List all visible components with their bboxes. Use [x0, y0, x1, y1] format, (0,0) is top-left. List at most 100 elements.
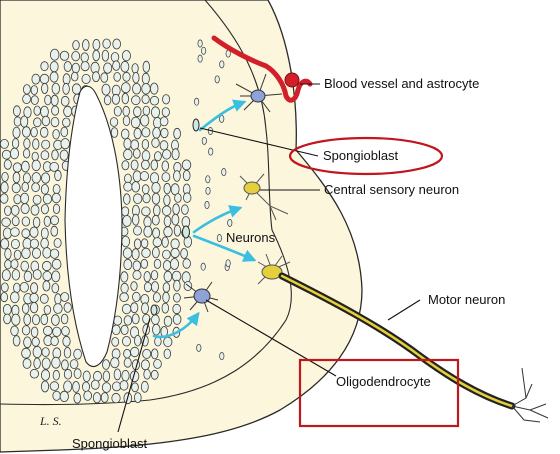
ependymal-cell [53, 185, 60, 194]
label-central-sensory-neuron: Central sensory neuron [324, 182, 459, 198]
ependymal-cell [51, 95, 58, 106]
scattered-cell [201, 47, 205, 54]
ependymal-cell [23, 149, 29, 158]
label-blood-vessel: Blood vessel and astrocyte [324, 76, 479, 92]
ependymal-cell [54, 238, 61, 247]
ependymal-cell [124, 259, 132, 269]
ependymal-cell [142, 140, 149, 150]
ependymal-cell [140, 172, 148, 181]
ependymal-cell [33, 217, 40, 227]
ependymal-cell [61, 293, 69, 302]
ependymal-cell [41, 205, 48, 214]
ependymal-cell [30, 283, 37, 294]
ependymal-cell [142, 84, 151, 95]
ependymal-cell [53, 327, 61, 336]
ependymal-cell [64, 347, 71, 358]
ependymal-cell [123, 72, 130, 81]
ependymal-cell [144, 369, 151, 379]
label-oligodendrocyte: Oligodendrocyte [336, 374, 431, 390]
ependymal-cell [53, 204, 59, 213]
ependymal-cell [152, 193, 160, 204]
ependymal-cell [11, 326, 19, 336]
ependymal-cell [43, 281, 50, 291]
ependymal-cell [4, 314, 11, 324]
ependymal-cell [104, 96, 111, 105]
ependymal-cell [164, 337, 172, 347]
scattered-cell [198, 40, 202, 47]
ependymal-cell [111, 358, 119, 368]
ependymal-cell [122, 236, 130, 247]
ependymal-cell [162, 161, 169, 171]
ependymal-cell [102, 50, 109, 61]
ependymal-cell [133, 261, 141, 271]
ependymal-cell [114, 73, 121, 82]
scattered-cell [220, 61, 224, 68]
ependymal-cell [32, 248, 40, 258]
ependymal-cell [153, 324, 161, 335]
ependymal-cell [144, 226, 152, 237]
ependymal-cell [163, 150, 171, 160]
ependymal-cell [22, 182, 29, 191]
ependymal-cell [33, 195, 41, 204]
ependymal-cell [103, 360, 110, 370]
ependymal-cell [131, 347, 139, 357]
ependymal-cell [1, 293, 8, 302]
ependymal-cell [163, 250, 171, 259]
ependymal-cell [142, 73, 149, 84]
scattered-cell [205, 201, 209, 208]
ependymal-cell [174, 280, 181, 291]
ependymal-cell [141, 360, 149, 370]
ependymal-cell [151, 271, 158, 280]
ependymal-cell [2, 270, 10, 281]
ependymal-cell [50, 72, 58, 82]
ependymal-cell [22, 326, 30, 335]
ependymal-cell [43, 248, 51, 259]
ependymal-cell [5, 206, 12, 216]
ependymal-cell [153, 247, 160, 258]
ependymal-cell [1, 239, 9, 249]
ependymal-cell [173, 304, 181, 313]
ependymal-cell [152, 182, 160, 193]
ependymal-cell [74, 349, 82, 359]
ependymal-cell [131, 117, 140, 128]
ependymal-cell [121, 129, 129, 139]
ependymal-cell [4, 160, 11, 170]
ependymal-cell [174, 128, 181, 139]
ependymal-cell [41, 381, 48, 392]
ependymal-cell [152, 315, 160, 325]
ependymal-cell [64, 381, 72, 392]
ependymal-cell [61, 314, 68, 324]
ependymal-cell [122, 93, 129, 104]
ependymal-cell [123, 216, 132, 227]
spongioblast-cell-top [193, 119, 199, 131]
ependymal-cell [40, 294, 48, 303]
ependymal-cell [124, 182, 132, 191]
ependymal-cell [42, 173, 50, 183]
ependymal-cell [110, 118, 118, 127]
ependymal-cell [72, 52, 80, 61]
ependymal-cell [114, 107, 121, 117]
label-spongioblast-top: Spongioblast [323, 148, 398, 164]
ependymal-cell [112, 393, 120, 403]
ependymal-cell [151, 349, 158, 359]
ependymal-cell [13, 127, 20, 138]
ependymal-cell [30, 293, 38, 302]
ependymal-cell [52, 357, 61, 368]
ependymal-cell [44, 216, 50, 226]
ependymal-cell [164, 227, 173, 237]
ependymal-cell [163, 261, 171, 271]
ependymal-cell [112, 325, 120, 335]
ependymal-cell [143, 349, 151, 358]
ependymal-cell [33, 346, 42, 357]
ependymal-cell [183, 259, 191, 269]
ependymal-cell [170, 259, 178, 270]
ependymal-cell [43, 194, 51, 204]
ependymal-cell [124, 349, 131, 358]
ependymal-cell [11, 228, 20, 237]
ependymal-cell [182, 160, 191, 170]
ependymal-cell [171, 239, 179, 249]
ependymal-cell [172, 149, 179, 160]
ependymal-cell [122, 51, 130, 61]
ependymal-cell [20, 282, 28, 292]
ependymal-cell [122, 161, 129, 170]
